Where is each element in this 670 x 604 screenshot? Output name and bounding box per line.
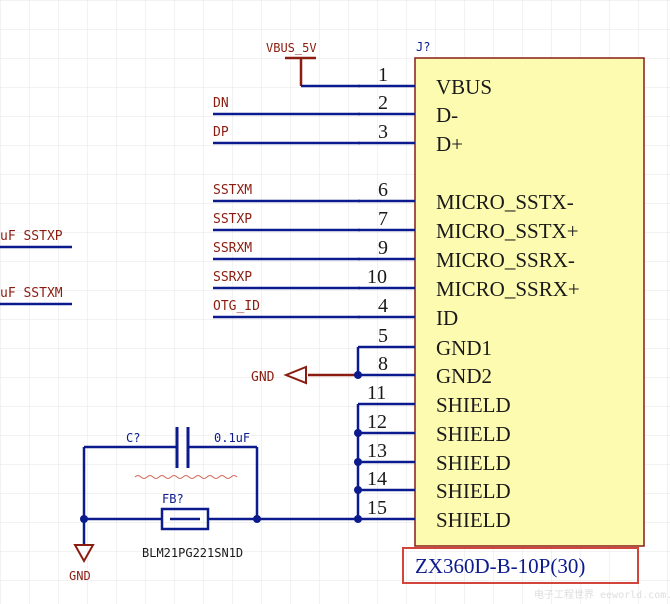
ferrite-value: BLM21PG221SN1D — [142, 546, 243, 560]
net-label-dn[interactable]: DN — [213, 96, 360, 116]
pin-number: 9 — [378, 237, 388, 259]
net-label-left-sstxp: uF SSTXP — [0, 229, 63, 244]
pin-number: 7 — [378, 208, 388, 230]
pin-number: 1 — [378, 64, 388, 86]
pin-number: 13 — [367, 440, 387, 462]
net-label-text: SSRXM — [213, 241, 252, 256]
net-label-text: SSTXP — [213, 212, 252, 227]
watermark: 电子工程世界 eeworld.com.cn — [534, 588, 670, 601]
net-label-text: SSTXM — [213, 183, 252, 198]
gnd2-power-symbol[interactable]: GND — [69, 519, 95, 583]
pin-number: 6 — [378, 179, 388, 201]
gnd-power-symbol[interactable]: GND — [251, 365, 307, 385]
gnd-junction — [308, 347, 362, 379]
net-label-left-sstxm: uF SSTXM — [0, 286, 63, 301]
ferrite-bead[interactable]: FB? BLM21PG221SN1D — [80, 492, 358, 560]
net-label-text: DN — [213, 96, 229, 111]
pin-name: MICRO_SSRX+ — [436, 277, 580, 301]
component-designator: J? — [416, 40, 430, 54]
pin-name: SHIELD — [436, 422, 511, 446]
pin-name: GND2 — [436, 364, 492, 388]
net-label-ssrxp[interactable]: SSRXP — [213, 270, 360, 290]
pin-number: 2 — [378, 92, 388, 114]
net-label-text: SSRXP — [213, 270, 252, 285]
part-number-highlight — [402, 547, 639, 584]
pin-name: SHIELD — [436, 508, 511, 532]
pin-number: 3 — [378, 121, 388, 143]
pin-name: ID — [436, 306, 458, 330]
pin-name: MICRO_SSRX- — [436, 248, 575, 272]
vbus-power-symbol[interactable]: VBUS_5V — [266, 41, 360, 88]
connector-body[interactable] — [414, 57, 645, 547]
vbus-label: VBUS_5V — [266, 41, 317, 55]
net-labels: DN DP SSTXM SSTXP SSRXM SSRXP OTG_ID — [213, 96, 360, 319]
gnd2-label: GND — [69, 569, 91, 583]
net-label-text: OTG_ID — [213, 299, 260, 314]
pin-name: VBUS — [436, 75, 492, 99]
cap-side-wires — [82, 447, 259, 519]
shield-bus — [354, 404, 362, 523]
part-number[interactable]: ZX360D-B-10P(30) — [415, 554, 585, 578]
net-label-otg-id[interactable]: OTG_ID — [213, 299, 360, 319]
pin-number: 12 — [367, 411, 387, 433]
pin-name: MICRO_SSTX+ — [436, 219, 579, 243]
capacitor-designator: C? — [126, 431, 140, 445]
pin-number: 5 — [378, 325, 388, 347]
pin-number: 14 — [367, 468, 387, 490]
capacitor-squiggle — [134, 475, 238, 479]
pin-name: SHIELD — [436, 479, 511, 503]
gnd-label: GND — [251, 370, 275, 385]
net-label-ssrxm[interactable]: SSRXM — [213, 241, 360, 261]
capacitor-value: 0.1uF — [214, 431, 250, 445]
net-label-text: DP — [213, 125, 229, 140]
pin-number: 10 — [367, 266, 387, 288]
pin-number: 11 — [367, 382, 386, 404]
net-label-sstxp[interactable]: SSTXP — [213, 212, 360, 232]
pin-number: 15 — [367, 497, 387, 519]
pin-name: MICRO_SSTX- — [436, 190, 574, 214]
pin-name: D+ — [436, 132, 463, 156]
pin-name: GND1 — [436, 336, 492, 360]
net-label-sstxm[interactable]: SSTXM — [213, 183, 360, 203]
net-label-dp[interactable]: DP — [213, 125, 360, 145]
pin-name: SHIELD — [436, 393, 511, 417]
capacitor[interactable]: C? 0.1uF — [84, 427, 257, 479]
pin-name: D- — [436, 103, 458, 127]
pin-number: 4 — [378, 295, 388, 317]
pin-name: SHIELD — [436, 451, 511, 475]
pin-number: 8 — [378, 353, 388, 375]
ferrite-designator: FB? — [162, 492, 184, 506]
